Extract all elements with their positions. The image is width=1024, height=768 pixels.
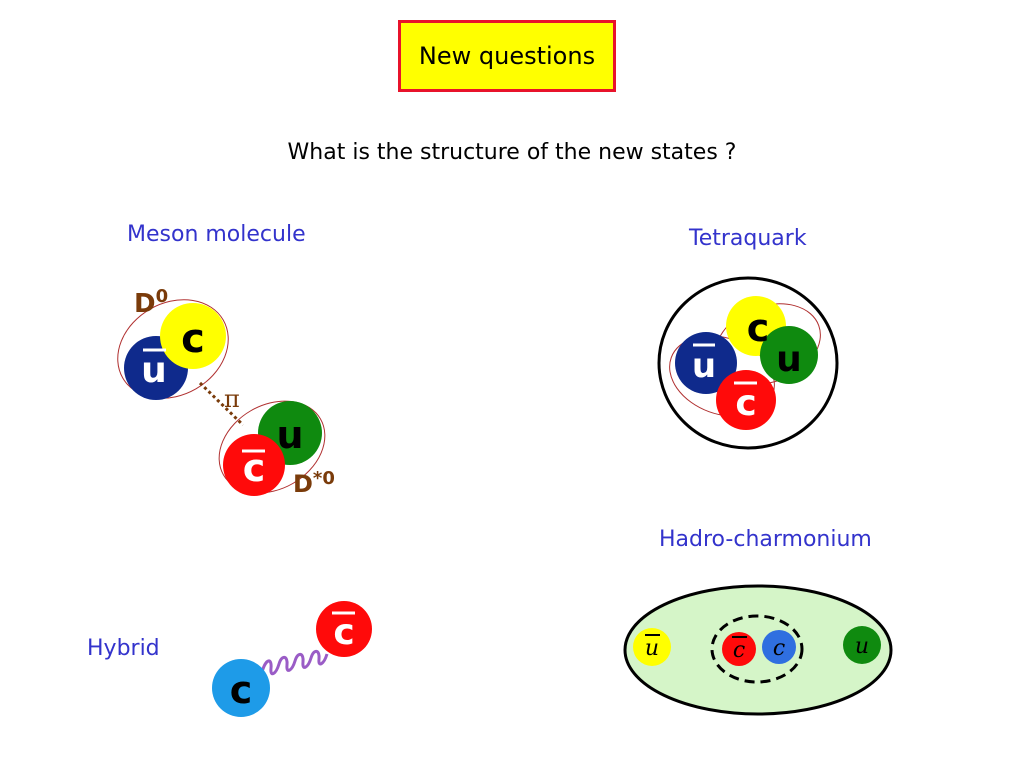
pion-link [198, 381, 245, 427]
tq-quark-ubar-label: u [692, 346, 716, 386]
hc-quark-u [843, 626, 881, 664]
tq-quark-u-label: u [776, 339, 802, 380]
meson-molecule-diagram: c u u c D0 π D*0 [117, 286, 335, 498]
quark-c-d0-label: c [181, 316, 205, 362]
pion-label: π [224, 385, 240, 413]
quark-cbar-dstar0 [223, 434, 285, 496]
label-tetraquark: Tetraquark [689, 226, 807, 251]
tq-quark-cbar [716, 370, 776, 430]
hadro-charmonium-bag [623, 584, 893, 716]
hc-quark-c-label: c [773, 636, 785, 661]
dstar0-envelope [218, 400, 326, 494]
hybrid-quark-cbar [316, 601, 372, 657]
hadro-charmonium-diagram: u c c u [623, 584, 893, 716]
hc-quark-cbar-label: c [733, 638, 745, 663]
dstar0-label: D*0 [293, 468, 335, 498]
hc-quark-c [762, 630, 796, 664]
quark-u-dstar0-label: u [276, 413, 303, 457]
tq-quark-c-label: c [747, 306, 770, 350]
title-box: New questions [398, 20, 616, 92]
label-hadro-charmonium: Hadro-charmonium [659, 527, 872, 552]
tq-quark-ubar [675, 332, 737, 394]
hc-quark-ubar-label: u [645, 636, 659, 661]
label-meson-molecule: Meson molecule [127, 222, 306, 247]
slide-title: New questions [418, 42, 596, 70]
tq-quark-cbar-label: c [735, 383, 756, 424]
hybrid-diagram: c c [212, 601, 372, 717]
charmonium-core [710, 614, 804, 684]
quark-ubar-d0-label: u [141, 350, 167, 391]
gluon-spring [260, 649, 329, 676]
hybrid-quark-c-label: c [230, 668, 253, 712]
d0-envelope [117, 299, 229, 399]
quark-c-d0 [160, 303, 226, 369]
quark-cbar-dstar0-label: c [243, 446, 266, 490]
hybrid-quark-c [212, 659, 270, 717]
d0-label: D0 [134, 286, 168, 319]
tetraquark-bag [657, 276, 839, 450]
hc-quark-u-label: u [855, 634, 869, 659]
tq-quark-u [760, 326, 818, 384]
question-text: What is the structure of the new states … [287, 140, 737, 165]
label-hybrid: Hybrid [87, 636, 160, 661]
hybrid-quark-cbar-label: c [333, 612, 354, 653]
hc-quark-cbar [722, 632, 756, 666]
hc-quark-ubar [633, 628, 671, 666]
tetraquark-diagram: c u u c [657, 276, 839, 450]
